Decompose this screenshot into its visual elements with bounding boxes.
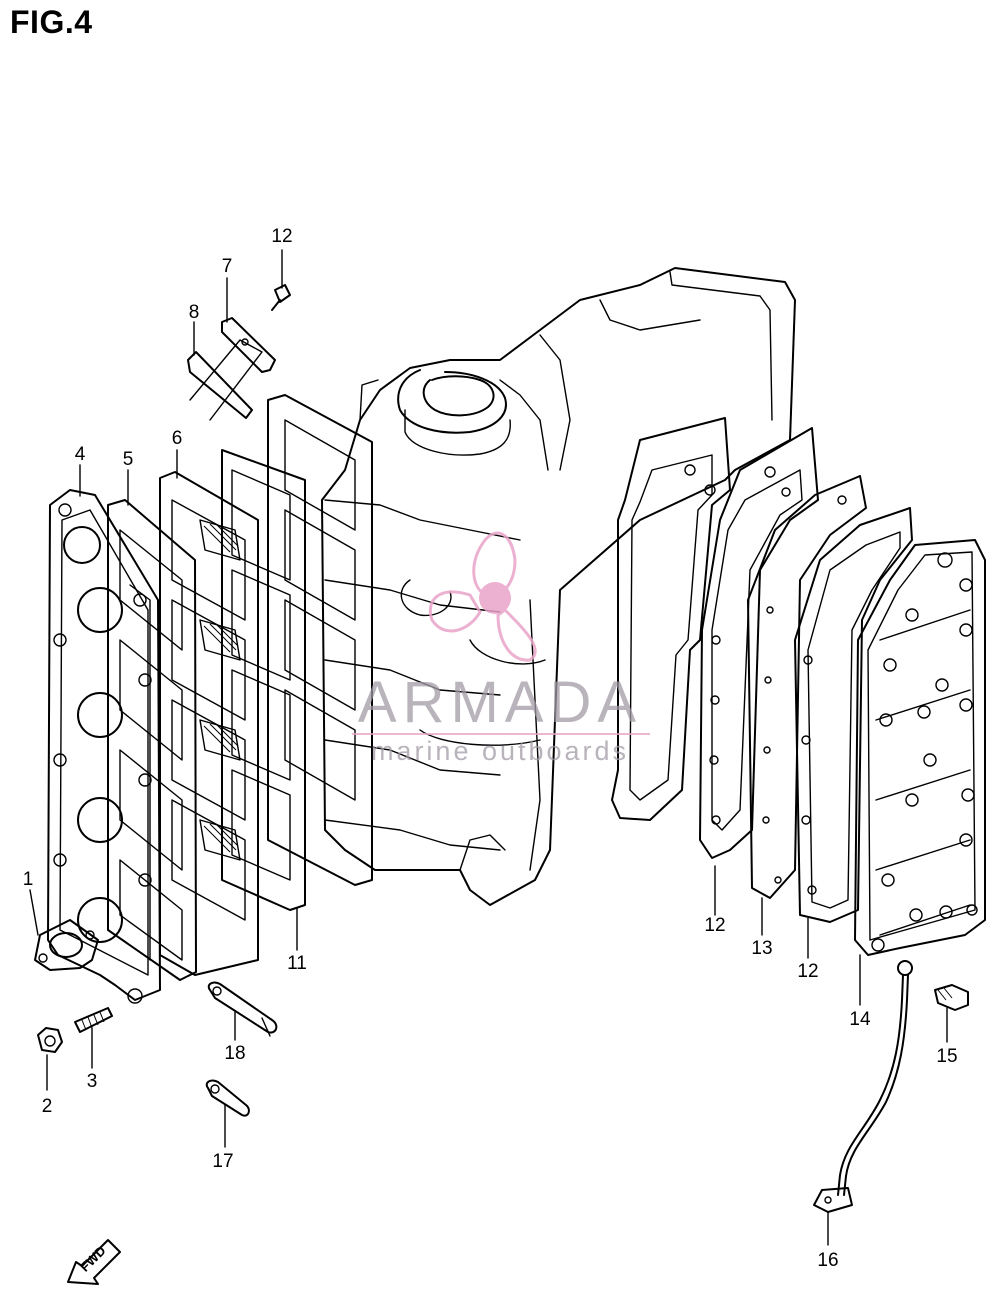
- callout-6: 6: [172, 428, 183, 449]
- gasket-inner-12a: [611, 417, 731, 821]
- exhaust-cover-14: [854, 539, 986, 956]
- callout-17: 17: [212, 1151, 233, 1172]
- callout-7: 7: [222, 256, 233, 277]
- gasket-12-left: [699, 427, 819, 859]
- intake-manifold-plate-5: [107, 499, 197, 981]
- nut-2: [37, 1027, 63, 1053]
- exhaust-cover-plate-13: [747, 475, 867, 899]
- fwd-label: FWD: [77, 1243, 109, 1275]
- callout-4: 4: [75, 444, 86, 465]
- figure-title: FIG.4: [10, 4, 93, 40]
- callout-16: 16: [817, 1250, 838, 1271]
- callout-9: 12: [271, 226, 292, 247]
- reed-8: [187, 339, 263, 421]
- callout-11: 11: [287, 953, 307, 974]
- callout-labels: 12 7 8 6 5 4 1 2 3 11 12 13 12 14 15 16 …: [23, 226, 958, 1271]
- callout-3: 3: [87, 1071, 98, 1092]
- callout-1: 1: [23, 869, 34, 890]
- cylinder-block: [321, 267, 796, 906]
- bolt-9: [271, 284, 291, 311]
- reed-valve-assemblies-11: [199, 394, 373, 911]
- callout-15: 15: [936, 1046, 957, 1067]
- bolt-15: [934, 984, 969, 1011]
- leader-lines: [29, 249, 948, 1246]
- stud-3: [74, 1007, 113, 1033]
- intake-manifold-4: [47, 489, 161, 1004]
- callout-5: 5: [123, 449, 134, 470]
- clamp-17: [205, 1079, 250, 1117]
- callout-18: 18: [224, 1043, 245, 1064]
- clamp-18: [207, 981, 278, 1037]
- armada-watermark: ARMADA marine outboards: [352, 531, 650, 766]
- callout-14: 14: [849, 1009, 871, 1030]
- ground-lead-wire-16: [813, 960, 913, 1213]
- gasket-6: [159, 471, 259, 976]
- callout-12-left: 12: [704, 915, 725, 936]
- propeller-logo-icon: [428, 531, 537, 662]
- flange-1: [34, 919, 99, 971]
- watermark-brand: ARMADA: [358, 670, 642, 735]
- callout-8: 8: [189, 302, 200, 323]
- callout-2: 2: [42, 1096, 53, 1117]
- reed-stopper-7: [221, 317, 276, 373]
- callout-13: 13: [751, 938, 772, 959]
- watermark-tagline: marine outboards: [371, 736, 629, 766]
- fwd-arrow: FWD: [67, 1239, 121, 1285]
- gasket-12-right: [794, 507, 913, 923]
- callout-12-right: 12: [797, 961, 818, 982]
